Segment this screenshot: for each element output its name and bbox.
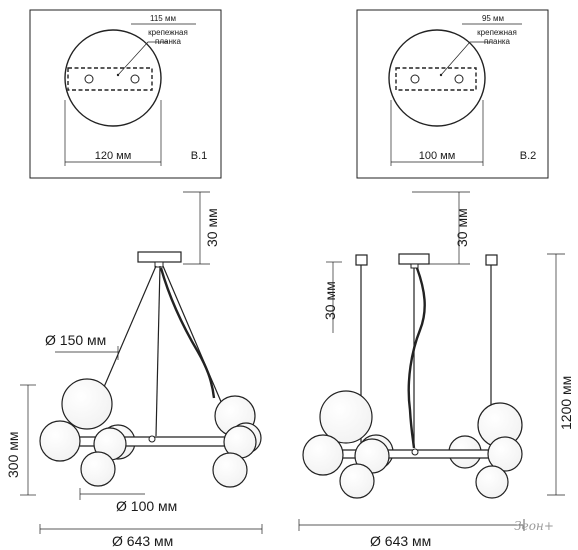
panel-b1: 115 мм крепежная планка 120 мм B.1 <box>29 9 222 179</box>
width-dimension-b2: 100 мм <box>419 150 456 162</box>
screw-hole-b1-right <box>130 74 140 84</box>
ceiling-canopy-left <box>137 251 182 263</box>
arm-hub-left <box>148 435 156 443</box>
max-height-label: 1200 мм <box>558 376 574 430</box>
glass-shade-1 <box>61 378 113 430</box>
canopy-plate-b2 <box>388 29 486 127</box>
canopy-hook-right <box>410 263 419 269</box>
bracket-note-b1-line2: планка <box>155 37 182 46</box>
width-dimension-b1: 120 мм <box>95 150 132 162</box>
glass-shade-9 <box>212 452 248 488</box>
cable-left <box>103 265 157 388</box>
glass-shade-14 <box>302 434 344 476</box>
cable-center <box>155 265 161 437</box>
bracket-leader-b2 <box>440 41 492 76</box>
glass-shade-18 <box>475 465 509 499</box>
bracket-note-b2-line2: планка <box>484 37 511 46</box>
mounting-bracket-b2 <box>395 67 477 91</box>
overall-diameter-right: Ø 643 мм <box>370 533 431 549</box>
panel-b2-label: B.2 <box>520 150 537 162</box>
canopy-height-right: 30 мм <box>454 208 470 247</box>
canopy-plate-b1 <box>64 29 162 127</box>
canopy-hook-left <box>154 261 164 268</box>
overall-diameter-left: Ø 643 мм <box>112 533 173 549</box>
canopy-height-left: 30 мм <box>204 208 220 247</box>
screw-hole-b1-left <box>84 74 94 84</box>
chandelier-side-view: 30 мм 30 мм 1200 мм <box>298 191 574 549</box>
ceiling-canopy-right <box>398 253 430 265</box>
bracket-dimension-b1: 115 мм <box>150 14 176 23</box>
bracket-dimension-b2: 95 мм <box>482 14 504 23</box>
panel-b1-label: B.1 <box>191 150 208 162</box>
side-canopy-height: 30 мм <box>322 281 338 320</box>
side-canopy-right <box>485 254 498 266</box>
shade-diameter-label: Ø 150 мм <box>45 332 106 348</box>
screw-hole-b2-right <box>454 74 464 84</box>
bracket-note-b1-line1: крепежная <box>148 28 188 37</box>
mounting-bracket-b1 <box>67 67 153 91</box>
watermark: Зеон+ <box>514 519 554 533</box>
power-cord-left <box>159 267 216 399</box>
glass-shade-10 <box>319 390 373 444</box>
small-shade-diameter-label: Ø 100 мм <box>116 498 177 514</box>
leader-dot-b2 <box>439 73 443 77</box>
power-cord-right <box>407 267 426 449</box>
panel-b2: 95 мм крепежная планка 100 мм B.2 <box>356 9 549 179</box>
panel-b2-frame <box>356 9 549 179</box>
cable-right <box>162 265 223 405</box>
glass-shade-17 <box>339 463 375 499</box>
screw-hole-b2-left <box>410 74 420 84</box>
glass-shade-8 <box>80 451 116 487</box>
glass-shade-5 <box>39 420 81 462</box>
body-height-label: 300 мм <box>5 432 21 479</box>
bracket-leader-b1 <box>117 41 168 76</box>
arm-hub-right <box>411 448 419 456</box>
glass-shade-16 <box>487 436 523 472</box>
bracket-note-b2-line1: крепежная <box>477 28 517 37</box>
leader-dot-b1 <box>116 73 120 77</box>
side-canopy-left <box>355 254 368 266</box>
panel-b1-frame <box>29 9 222 179</box>
chandelier-front-view: 30 мм Ø 150 мм 300 мм <box>5 191 263 549</box>
